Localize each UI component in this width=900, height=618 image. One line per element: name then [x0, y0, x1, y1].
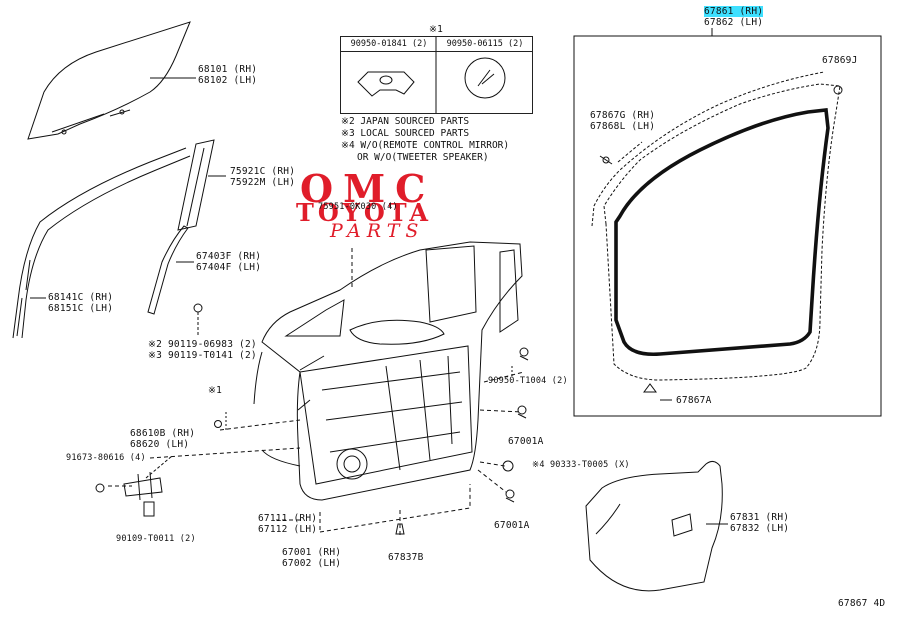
fastener-symbols	[214, 347, 529, 535]
part-68141c[interactable]: 68141C (RH)	[48, 292, 114, 303]
part-67832[interactable]: 67832 (LH)	[730, 523, 790, 534]
hole-cover-drawing	[585, 460, 723, 592]
part-67867a[interactable]: 67867A	[676, 395, 712, 406]
part-90950-t1004[interactable]: 90950-T1004 (2)	[488, 376, 568, 386]
part-67868l[interactable]: 67868L (LH)	[590, 121, 656, 132]
part-68101[interactable]: 68101 (RH)	[198, 64, 258, 75]
part-68610b[interactable]: 68610B (RH)	[130, 428, 196, 439]
part-68151c[interactable]: 68151C (LH)	[48, 303, 114, 314]
ref-cell-2: 90950-06115 (2)	[437, 37, 533, 113]
part-67867g[interactable]: 67867G (RH)	[590, 110, 656, 121]
dashed-leaders	[108, 248, 525, 538]
part-90109[interactable]: 90109-T0011 (2)	[116, 534, 196, 544]
part-67112[interactable]: 67112 (LH)	[258, 524, 318, 535]
ref-clip-icons	[357, 57, 506, 99]
ref-table-mark: ※1	[429, 24, 444, 35]
part-67001[interactable]: 67001 (RH)	[282, 547, 342, 558]
ref-cell-1: 90950-01841 (2)	[341, 37, 437, 113]
part-67002[interactable]: 67002 (LH)	[282, 558, 342, 569]
door-weatherstrip-drawing	[591, 71, 843, 393]
diagram-id: 67867 4D	[838, 598, 886, 609]
part-68102[interactable]: 68102 (LH)	[198, 75, 258, 86]
watermark-omc: OMC	[300, 166, 436, 211]
part-67861-highlight: 67861 (RH)	[704, 6, 764, 17]
watermark-toyota: TOYOTA	[296, 198, 432, 227]
part-75922m[interactable]: 75922M (LH)	[230, 177, 296, 188]
part-67111[interactable]: 67111 (RH)	[258, 513, 318, 524]
part-75921c[interactable]: 75921C (RH)	[230, 166, 296, 177]
part-67001a-upper[interactable]: 67001A	[508, 436, 544, 447]
part-67862[interactable]: 67862 (LH)	[704, 17, 764, 28]
frame-garnish-drawing	[177, 139, 215, 231]
mark-1-label: ※1	[208, 385, 223, 396]
part-67831[interactable]: 67831 (RH)	[730, 512, 790, 523]
hinge-drawing	[95, 471, 163, 517]
part-91673[interactable]: 91673-80616 (4)	[66, 453, 146, 463]
part-90333[interactable]: ※4 90333-T0005 (X)	[532, 460, 630, 470]
glass-run-drawing	[12, 147, 191, 339]
door-glass-drawing	[27, 21, 191, 140]
part-67869j[interactable]: 67869J	[822, 55, 858, 66]
note-tweeter: OR W/O(TWEETER SPEAKER)	[357, 152, 489, 163]
reference-table: 90950-01841 (2) 90950-06115 (2)	[340, 36, 533, 114]
watermark-parts: PARTS	[330, 220, 425, 242]
weatherstrip-box	[573, 35, 882, 417]
note-remote-mirror: ※4 W/O(REMOTE CONTROL MIRROR)	[341, 140, 510, 151]
part-67837b[interactable]: 67837B	[388, 552, 424, 563]
note-local: ※3 LOCAL SOURCED PARTS	[341, 128, 470, 139]
part-67861[interactable]: 67861 (RH)	[704, 6, 764, 17]
part-67404f[interactable]: 67404F (LH)	[196, 262, 262, 273]
part-90119-06983[interactable]: ※2 90119-06983 (2)	[148, 339, 257, 350]
part-67001a-lower[interactable]: 67001A	[494, 520, 530, 531]
note-japan: ※2 JAPAN SOURCED PARTS	[341, 116, 470, 127]
part-90119-t0141[interactable]: ※3 90119-T0141 (2)	[148, 350, 257, 361]
part-67403f[interactable]: 67403F (RH)	[196, 251, 262, 262]
part-75951[interactable]: 75951-0K030 (4)	[318, 202, 398, 212]
rear-channel-drawing	[147, 225, 203, 315]
part-68620[interactable]: 68620 (LH)	[130, 439, 190, 450]
door-shell-drawing	[253, 241, 523, 501]
